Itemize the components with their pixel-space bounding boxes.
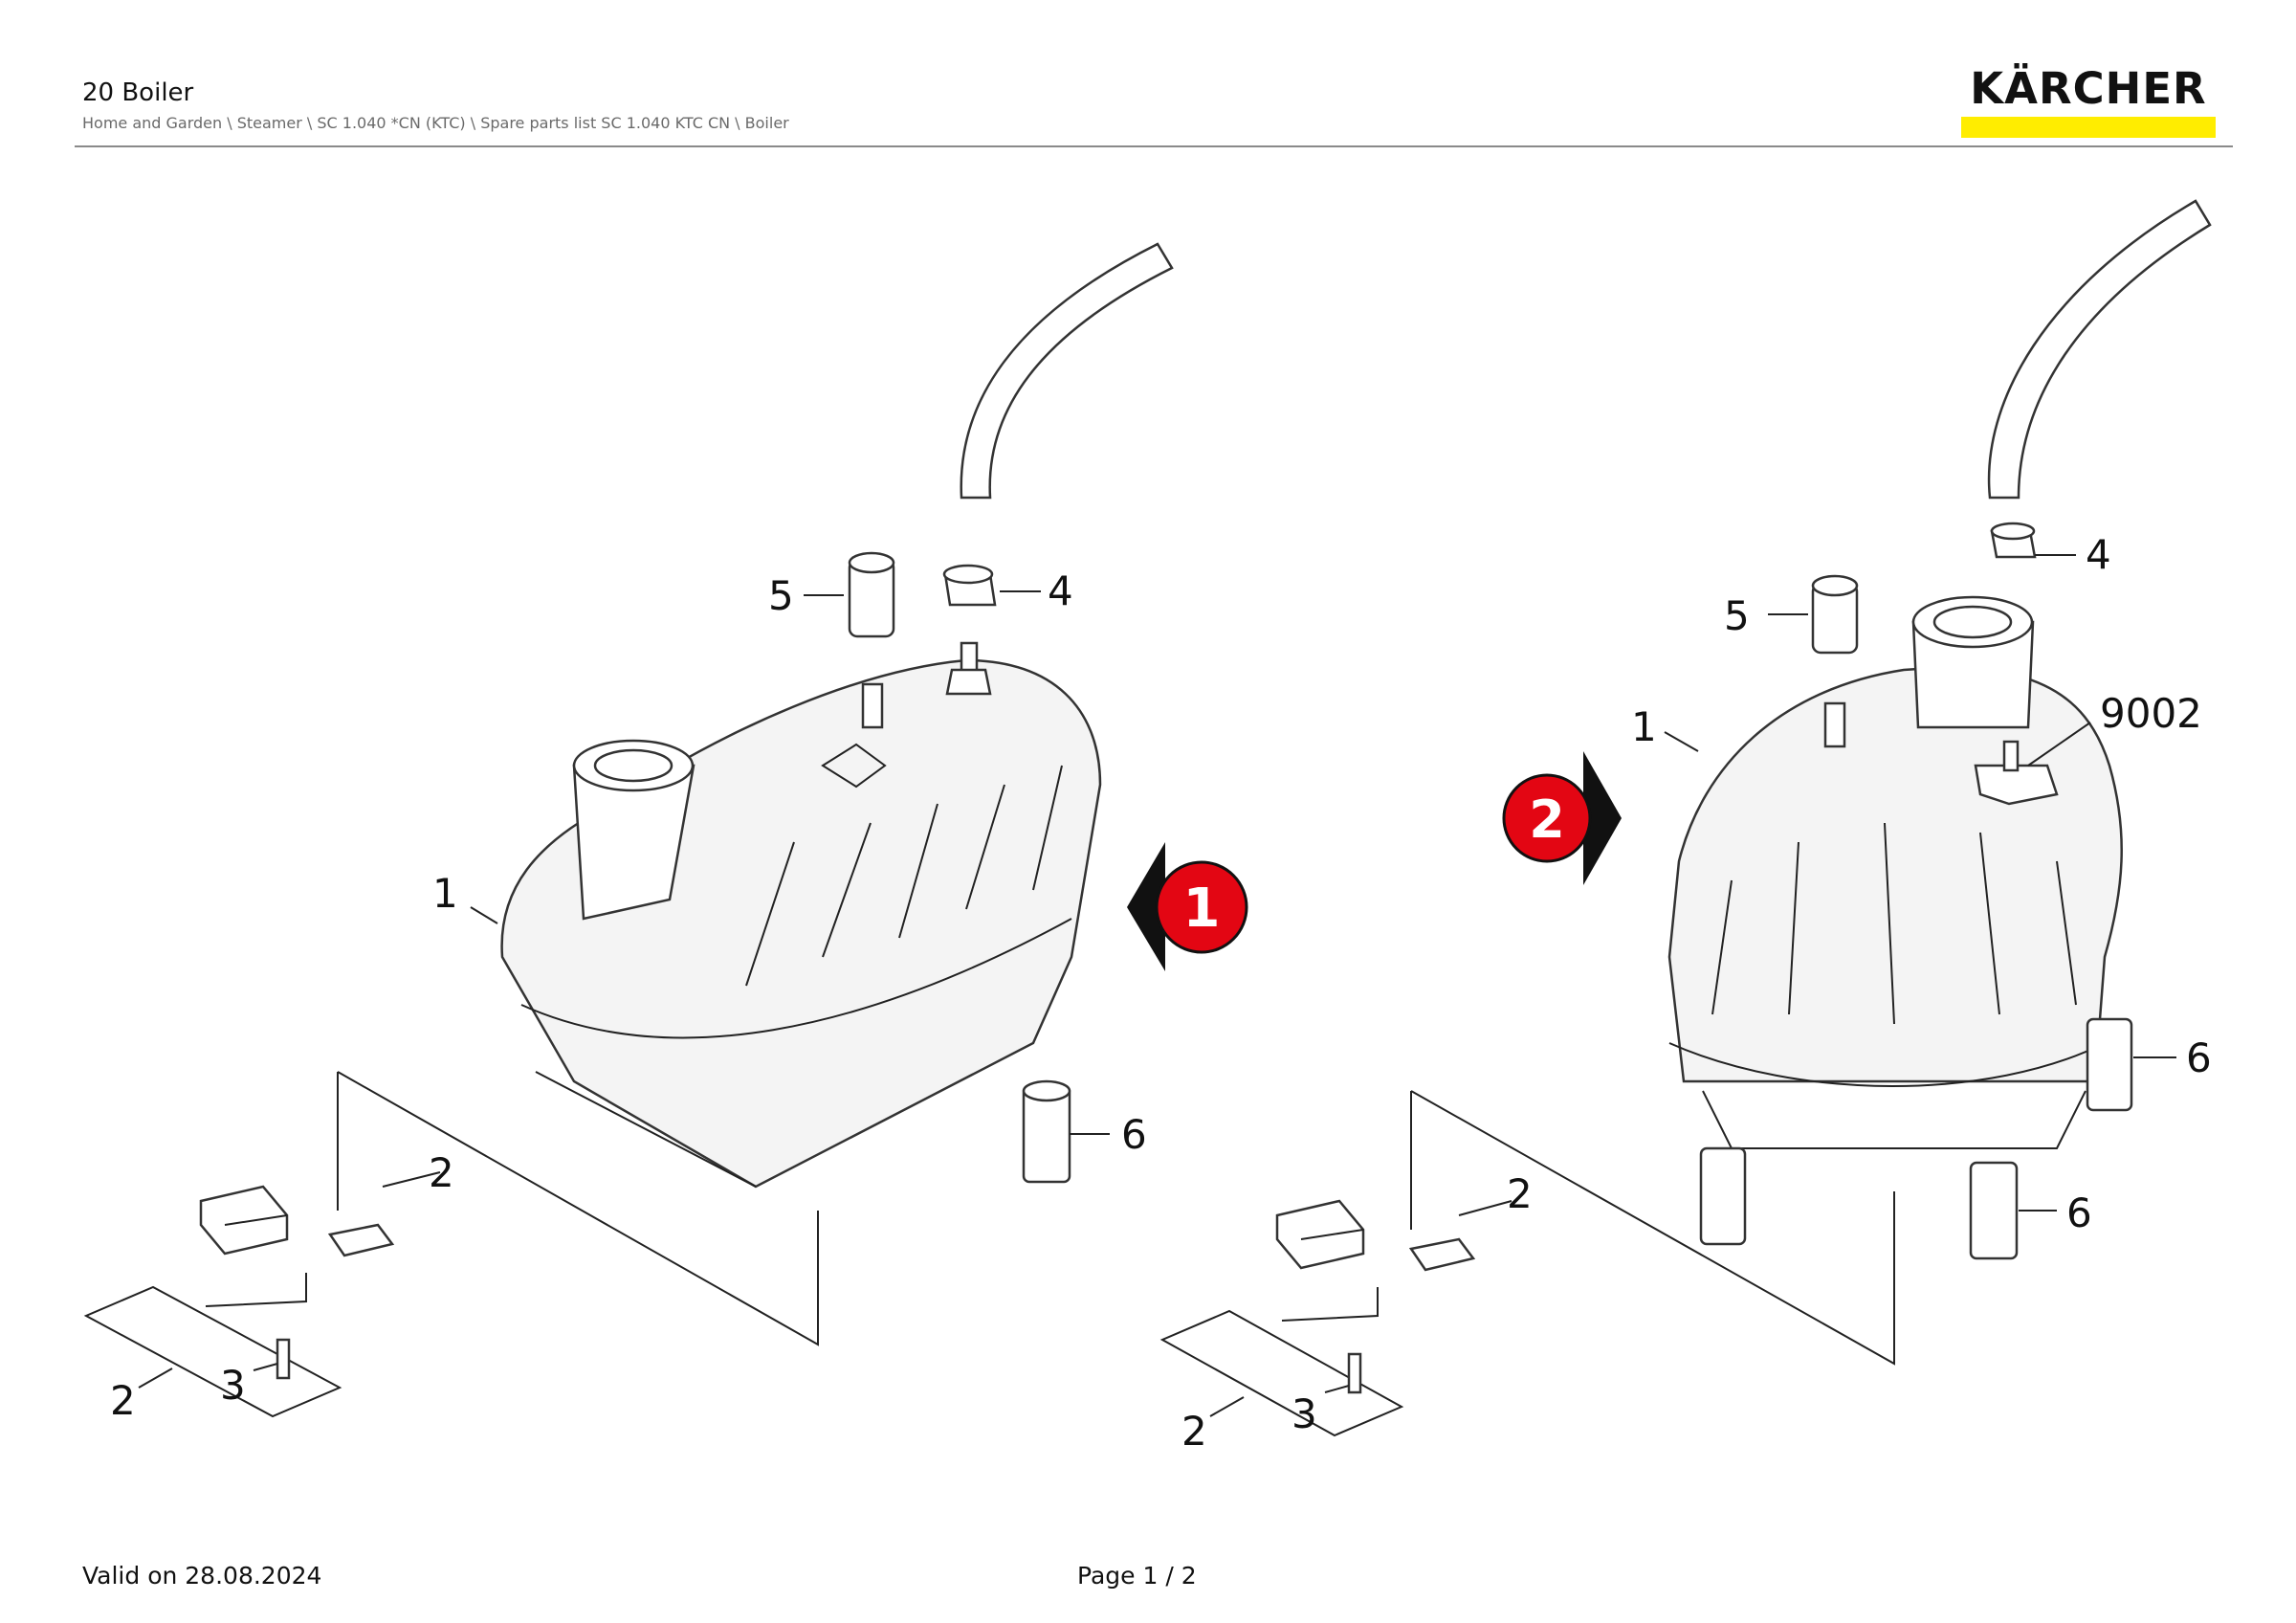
callout-6-left: 6 bbox=[1121, 1111, 1147, 1158]
right-boiler-view: 1 2 2 3 4 5 6 6 9002 2 bbox=[1159, 199, 2212, 1455]
callout-6a-right: 6 bbox=[2186, 1034, 2212, 1081]
left-boiler-view: 1 2 2 3 4 5 6 1 bbox=[83, 242, 1248, 1424]
variant-marker-1: 1 bbox=[1127, 842, 1248, 971]
part-6-foot-right-c bbox=[1969, 1161, 2019, 1260]
callout-1-left: 1 bbox=[432, 870, 458, 917]
callout-2b-right: 2 bbox=[1181, 1408, 1207, 1455]
callout-4-left: 4 bbox=[1048, 567, 1073, 614]
callout-2a-left: 2 bbox=[429, 1149, 454, 1196]
logo-wordmark: KÄRCHER bbox=[1970, 63, 2207, 114]
steam-hose-right bbox=[1987, 199, 2212, 500]
part-9002-right bbox=[1974, 764, 2059, 806]
part-2-thermostat-assembly-left bbox=[83, 1185, 395, 1418]
part-6-foot-right-b bbox=[1699, 1146, 1747, 1246]
page-title: 20 Boiler bbox=[82, 78, 194, 107]
part-3-screw-right bbox=[1347, 1352, 1362, 1394]
callout-1-right: 1 bbox=[1631, 703, 1657, 750]
boiler-body-left bbox=[500, 658, 1102, 1189]
callout-5-left: 5 bbox=[768, 572, 794, 619]
page-number: Page 1 / 2 bbox=[1077, 1562, 1197, 1590]
header-divider bbox=[75, 145, 2233, 147]
svg-text:2: 2 bbox=[1529, 789, 1565, 850]
callout-2b-left: 2 bbox=[110, 1377, 136, 1424]
steam-hose-left bbox=[960, 242, 1174, 500]
callout-3-left: 3 bbox=[220, 1362, 246, 1409]
callout-6b-right: 6 bbox=[2066, 1189, 2092, 1236]
variant-marker-2: 2 bbox=[1502, 751, 1622, 885]
part-3-screw-left bbox=[276, 1338, 291, 1380]
callout-5-right: 5 bbox=[1724, 592, 1750, 639]
logo-yellow-bar bbox=[1961, 117, 2216, 138]
svg-text:1: 1 bbox=[1183, 878, 1221, 940]
breadcrumb: Home and Garden \ Steamer \ SC 1.040 *CN… bbox=[82, 114, 789, 132]
callout-4-right: 4 bbox=[2086, 531, 2111, 578]
callout-2a-right: 2 bbox=[1507, 1170, 1533, 1217]
valid-date: Valid on 28.08.2024 bbox=[82, 1562, 322, 1590]
callout-9002-right: 9002 bbox=[2100, 690, 2202, 737]
part-2-thermostat-assembly-right bbox=[1159, 1199, 1476, 1437]
karcher-logo: KÄRCHER bbox=[1961, 63, 2216, 140]
callout-3-right: 3 bbox=[1292, 1390, 1317, 1437]
boiler-dome-right bbox=[1667, 666, 2123, 1083]
part-6-foot-right-a bbox=[2086, 1017, 2133, 1112]
